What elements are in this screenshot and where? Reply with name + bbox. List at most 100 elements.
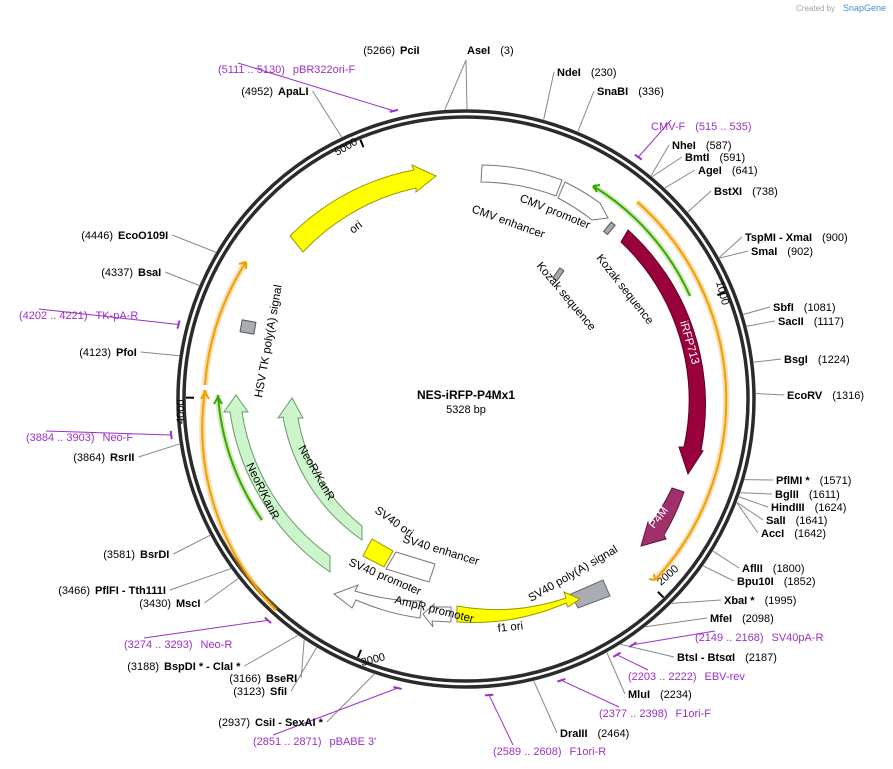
site-pos: (591) bbox=[719, 152, 745, 164]
primer-pbr322ori-f[interactable]: (5111 .. 5130) pBR322ori-F bbox=[218, 64, 355, 76]
site-name: BglII bbox=[775, 489, 799, 501]
site-sfii[interactable]: (3123)SfiI bbox=[233, 686, 287, 698]
primer-neo-r[interactable]: (3274 .. 3293)Neo-R bbox=[124, 639, 232, 651]
site-pos: (1641) bbox=[796, 515, 828, 527]
leader-asei bbox=[465, 59, 468, 110]
site-name: MfeI bbox=[710, 613, 732, 625]
site-apali[interactable]: (4952)ApaLI bbox=[241, 86, 308, 98]
site-bspdi-clai[interactable]: (3188)BspDI * - ClaI * bbox=[127, 661, 241, 673]
site-ecorv[interactable]: EcoRV(1316) bbox=[787, 390, 864, 402]
site-bsai[interactable]: (4337)BsaI bbox=[101, 267, 161, 279]
site-bseri[interactable]: (3166) BseRI bbox=[229, 673, 297, 685]
site-nhei[interactable]: NheI(587) bbox=[672, 140, 732, 152]
site-sbfi[interactable]: SbfI(1081) bbox=[773, 302, 836, 314]
site-pos: (2234) bbox=[660, 689, 692, 701]
site-agei[interactable]: AgeI(641) bbox=[698, 165, 758, 177]
leader-agei bbox=[664, 169, 696, 189]
site-name: AflII bbox=[742, 563, 763, 575]
leader-ndei bbox=[543, 71, 555, 120]
primer-mark-sv40pa-r bbox=[628, 641, 637, 648]
neor-kanr-inner-shape[interactable] bbox=[276, 397, 363, 541]
primer-name: pBR322ori-F bbox=[293, 64, 356, 76]
site-pfoi[interactable]: (4123)PfoI bbox=[79, 347, 137, 359]
site-pos: (3166) bbox=[229, 673, 261, 685]
site-rsrii[interactable]: (3864)RsrII bbox=[73, 452, 134, 464]
site-name: SbfI bbox=[773, 302, 794, 314]
neor-kanr-outer-shape[interactable] bbox=[223, 394, 331, 573]
leader-lines bbox=[38, 59, 785, 746]
site-bmti[interactable]: BmtI(591) bbox=[685, 152, 745, 164]
site-aflii[interactable]: AflII (1800) bbox=[742, 563, 805, 575]
site-mfei[interactable]: MfeI(2098) bbox=[710, 613, 774, 625]
leader-csii-sexai bbox=[326, 673, 375, 723]
leader-smai bbox=[719, 250, 749, 259]
leader-bseri bbox=[300, 639, 305, 679]
primer-name: CMV-F bbox=[651, 121, 686, 133]
site-pflmi[interactable]: PflMI *(1571) bbox=[776, 475, 851, 487]
site-pos: (1642) bbox=[794, 528, 826, 540]
site-pos: (3188) bbox=[127, 661, 159, 673]
site-name: SnaBI bbox=[597, 86, 628, 98]
credit-brand[interactable]: SnapGene bbox=[843, 3, 886, 13]
irfp713-shape[interactable] bbox=[620, 229, 706, 476]
site-bglii[interactable]: BglII(1611) bbox=[775, 489, 840, 501]
site-tspmi-xmai[interactable]: TspMI - XmaI(900) bbox=[745, 232, 848, 244]
sv40-polya-shape[interactable] bbox=[570, 579, 611, 609]
site-btsi-bts-i[interactable]: BtsI - BtsαI(2187) bbox=[677, 652, 777, 664]
site-sacii[interactable]: SacII(1117) bbox=[778, 316, 844, 328]
p4m-shape[interactable] bbox=[640, 487, 685, 547]
primer-name: Neo-F bbox=[103, 432, 134, 444]
site-name: HindIII bbox=[771, 502, 805, 514]
primer-tk-pa-r[interactable]: (4202 .. 4221)TK-pA-R bbox=[19, 310, 138, 322]
primer-f1ori-r[interactable]: (2589 .. 2608)F1ori-R bbox=[493, 746, 606, 758]
f1-ori-shape[interactable] bbox=[456, 591, 582, 623]
site-smai[interactable]: SmaI(902) bbox=[751, 246, 813, 258]
site-sali[interactable]: SalI(1641) bbox=[766, 515, 827, 527]
site-pflfi-tth111i[interactable]: (3466)PflFI - Tth111I bbox=[58, 585, 166, 597]
site-bstxi[interactable]: BstXI(738) bbox=[714, 186, 778, 198]
site-bsrdi[interactable]: (3581)BsrDI bbox=[103, 549, 169, 561]
leader-xbai bbox=[671, 599, 722, 604]
site-name: MscI bbox=[176, 598, 200, 610]
primer-cmv-f[interactable]: CMV-F(515 .. 535) bbox=[651, 121, 752, 133]
site-draiii[interactable]: DraIII(2464) bbox=[560, 728, 629, 740]
primer-neo-f[interactable]: (3884 .. 3903)Neo-F bbox=[26, 432, 133, 444]
site-hindiii[interactable]: HindIII(1624) bbox=[771, 502, 846, 514]
kozak-shape-1 bbox=[602, 221, 616, 236]
ampr-promoter-shape[interactable] bbox=[422, 602, 452, 628]
site-name: BseRI bbox=[266, 673, 297, 685]
primer-pbabe-3[interactable]: (2851 .. 2871)pBABE 3' bbox=[253, 736, 376, 748]
primer-leader-neo-r bbox=[143, 619, 269, 639]
site-ecoo109i[interactable]: (4446)EcoO109I bbox=[81, 230, 168, 242]
site-xbai[interactable]: XbaI *(1995) bbox=[724, 595, 796, 607]
sv40-promoter-shape[interactable] bbox=[332, 584, 423, 619]
primer-range: (4202 .. 4221) bbox=[19, 310, 88, 322]
site-bpu10i[interactable]: Bpu10I(1852) bbox=[737, 576, 815, 588]
site-mlui[interactable]: MluI(2234) bbox=[628, 689, 692, 701]
site-pos: (1800) bbox=[773, 563, 805, 575]
primer-ebv-rev[interactable]: (2203 .. 2222)EBV-rev bbox=[628, 671, 745, 683]
primer-range: (5111 .. 5130) bbox=[218, 64, 285, 76]
site-pos: (3466) bbox=[58, 585, 90, 597]
site-pos: (1571) bbox=[820, 475, 852, 487]
site-snabi[interactable]: SnaBI(336) bbox=[597, 86, 664, 98]
primer-leader-ebv-rev bbox=[616, 654, 649, 671]
site-acci[interactable]: AccI(1642) bbox=[761, 528, 826, 540]
primer-f1ori-f[interactable]: (2377 .. 2398) F1ori-F bbox=[599, 708, 711, 720]
cmv-enhancer-shape[interactable] bbox=[480, 164, 563, 197]
site-asei[interactable]: AseI(3) bbox=[467, 45, 514, 57]
site-name: DraIII bbox=[560, 728, 588, 740]
ori-shape[interactable] bbox=[289, 164, 437, 253]
primer-range: (2377 .. 2398) bbox=[599, 708, 668, 720]
site-pos: (4446) bbox=[81, 230, 113, 242]
primer-sv40pa-r[interactable]: (2149 .. 2168)SV40pA-R bbox=[695, 632, 824, 644]
site-msci[interactable]: (3430)MscI bbox=[139, 598, 200, 610]
orf-irfp-arc bbox=[636, 201, 728, 581]
site-bsgi[interactable]: BsgI(1224) bbox=[784, 354, 850, 366]
site-pcii[interactable]: (5266)PciI bbox=[363, 45, 419, 57]
site-csii-sexai[interactable]: (2937)CsiI - SexAI * bbox=[218, 717, 323, 729]
site-ndei[interactable]: NdeI(230) bbox=[557, 67, 617, 79]
site-labels: (5266)PciI AseI(3) NdeI(230) SnaBI(336) NheI… bbox=[19, 45, 864, 758]
primer-name: F1ori-F bbox=[676, 708, 712, 720]
cmv-promoter-shape[interactable] bbox=[557, 181, 609, 221]
